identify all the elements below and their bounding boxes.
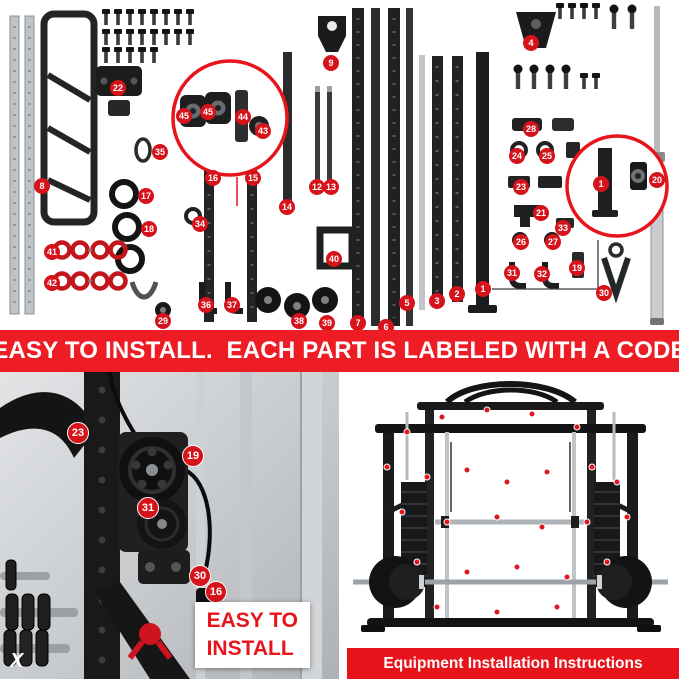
carabiner <box>134 137 152 163</box>
curved-arm <box>0 392 96 458</box>
long-bars-center <box>352 8 425 326</box>
vertical-bars-left <box>204 100 257 322</box>
brand-logo: X <box>10 650 24 672</box>
upright-column <box>84 372 120 679</box>
wishbone-part <box>129 281 159 300</box>
parts-art <box>9 3 669 326</box>
mount-plate <box>96 66 142 116</box>
screws-group <box>102 9 194 63</box>
j-hook-right <box>225 282 243 314</box>
thin-bars <box>315 86 332 180</box>
caption-text: Equipment Installation Instructions <box>383 654 643 672</box>
pulley-wheel-large <box>119 437 185 503</box>
badge-line-2: INSTALL <box>206 636 294 660</box>
magnifier-right <box>565 134 669 238</box>
cable-side <box>183 468 212 573</box>
easy-install-badge: EASY TO INSTALL <box>194 602 310 668</box>
assembled-machine-panel: Equipment Installation Instructions <box>347 372 679 679</box>
top-right-hardware <box>556 3 637 29</box>
guide-rods <box>405 412 616 618</box>
vertical-bars-right <box>432 52 497 313</box>
spring-clamp <box>127 623 173 660</box>
lower-bracket <box>138 550 190 584</box>
machine-art <box>353 381 668 632</box>
small-roller-axle <box>160 307 166 313</box>
weight-plates <box>0 559 78 667</box>
pullup-bar <box>444 381 577 405</box>
bar-14 <box>283 52 292 212</box>
caption-banner: Equipment Installation Instructions <box>347 648 679 679</box>
ring-part <box>184 207 202 225</box>
pulley-wheel-small <box>137 499 187 549</box>
badge-line-1: EASY TO <box>206 609 298 633</box>
front-barbell <box>353 556 668 608</box>
ladder-frame <box>40 10 98 226</box>
left-rails <box>9 15 35 315</box>
right-bolt-group <box>513 64 600 89</box>
headline-text: EASY TO INSTALL. EACH PART IS LABELED WI… <box>0 337 679 364</box>
roller-wheels <box>255 287 338 319</box>
headline-banner: EASY TO INSTALL. EACH PART IS LABELED WI… <box>0 330 679 372</box>
bracket-4 <box>516 12 556 48</box>
bracket-9 <box>318 16 346 52</box>
cables <box>450 442 571 512</box>
red-handles <box>52 240 128 291</box>
smith-bar <box>435 516 585 528</box>
tricep-handle <box>601 242 631 304</box>
u-bracket-40 <box>316 226 356 270</box>
magnifier-left <box>171 59 289 206</box>
